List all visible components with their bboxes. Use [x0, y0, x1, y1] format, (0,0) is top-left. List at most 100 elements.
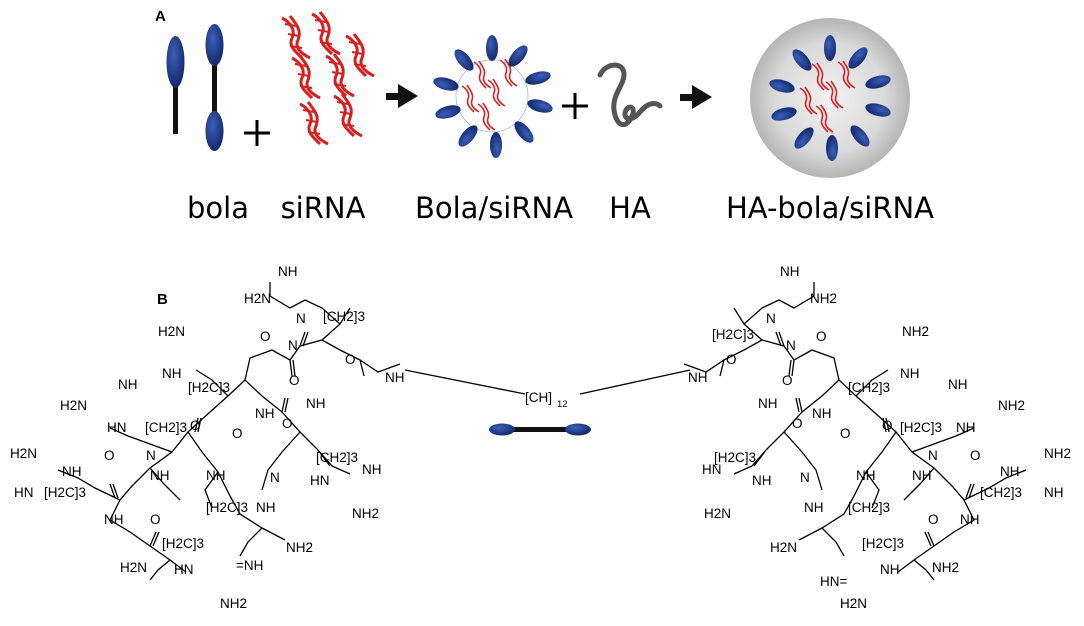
label-eq-nh: =NH — [236, 558, 263, 573]
label-nh: NH — [206, 468, 226, 483]
label-o: O — [928, 512, 939, 527]
label-o: O — [726, 352, 737, 367]
label-o: O — [882, 418, 893, 433]
label-ch2-3: [CH2]3 — [316, 450, 358, 465]
label-nh: NH — [256, 500, 276, 515]
caption-ha-bola-sirna: HA-bola/siRNA — [726, 191, 934, 225]
plus-sign-1 — [244, 120, 270, 146]
label-nh: NH — [362, 462, 382, 477]
label-nh2: NH2 — [1044, 446, 1071, 461]
caption-sirna: siRNA — [281, 191, 366, 225]
label-h2n: H2N — [60, 398, 87, 413]
label-nh2: NH2 — [932, 560, 959, 575]
label-o: O — [816, 329, 827, 344]
label-nh: NH — [150, 468, 170, 483]
central-linker: [CH] 12 — [404, 369, 691, 436]
label-n: N — [786, 338, 796, 353]
label-n: N — [146, 448, 156, 463]
bola-molecule-single-head — [166, 36, 185, 134]
label-nh: NH — [856, 468, 876, 483]
label-n: N — [800, 470, 810, 485]
label-nh: NH — [780, 264, 800, 279]
label-hn: HN — [174, 562, 194, 577]
label-nh: NH — [812, 406, 832, 421]
left-peptide-headgroup — [57, 282, 401, 581]
label-nh: NH — [162, 366, 182, 381]
label-nh: NH — [1044, 485, 1064, 500]
ha-polymer-icon — [597, 62, 663, 127]
label-ch2-3: [CH2]3 — [323, 309, 365, 324]
plus-sign-2 — [562, 93, 588, 119]
label-o: O — [289, 373, 300, 388]
bola-sirna-complex-icon — [433, 35, 553, 158]
label-n: N — [288, 338, 298, 353]
label-nh2: NH2 — [220, 596, 247, 611]
right-peptide-headgroup — [683, 282, 1027, 581]
label-ch2-3: [CH2]3 — [848, 380, 890, 395]
label-hn: HN — [14, 485, 34, 500]
label-h2n: H2N — [120, 560, 147, 575]
label-nh: NH — [385, 370, 405, 385]
label-nh: NH — [804, 500, 824, 515]
label-hn-eq: HN= — [820, 574, 847, 589]
label-nh: NH — [880, 562, 900, 577]
label-nh2: NH2 — [902, 324, 929, 339]
label-h2c-3: [H2C]3 — [206, 500, 248, 515]
label-nh2: NH2 — [352, 506, 379, 521]
label-nh: NH — [104, 512, 124, 527]
label-hn: HN — [310, 473, 330, 488]
label-nh: NH — [62, 464, 82, 479]
label-h2n: H2N — [840, 596, 867, 611]
bola-icon-right-head — [565, 423, 591, 436]
right-headgroup-labels: NH NH2 N [H2C]3 NH2 O N O NH [CH2]3 O NH… — [688, 264, 1071, 611]
label-nh: NH — [278, 264, 298, 279]
label-hn: HN — [702, 462, 722, 477]
label-h2n: H2N — [770, 540, 797, 555]
label-hn: HN — [107, 420, 127, 435]
sirna-cluster-icon — [280, 10, 376, 146]
label-nh: NH — [912, 468, 932, 483]
label-nh: NH — [1000, 464, 1020, 479]
label-h2c-3: [H2C]3 — [714, 450, 756, 465]
ha-bola-sirna-nanoparticle-icon — [750, 18, 910, 178]
linker-label: [CH] — [525, 390, 552, 405]
label-nh: NH — [758, 396, 778, 411]
bola-icon-bar — [500, 427, 580, 432]
label-nh: NH — [118, 377, 138, 392]
label-nh: NH — [956, 420, 976, 435]
caption-bola-sirna: Bola/siRNA — [415, 191, 573, 225]
label-o: O — [345, 352, 356, 367]
label-n: N — [296, 311, 306, 326]
label-o: O — [150, 512, 161, 527]
label-h2c-3: [H2C]3 — [188, 380, 230, 395]
label-h2c-3: [H2C]3 — [862, 536, 904, 551]
label-o: O — [970, 448, 981, 463]
label-ch2-3: [CH2]3 — [145, 420, 187, 435]
label-n: N — [766, 311, 776, 326]
label-h2c-3: [H2C]3 — [712, 327, 754, 342]
label-nh: NH — [688, 370, 708, 385]
label-nh2: NH2 — [998, 398, 1025, 413]
bola-molecule-two-heads — [205, 24, 224, 151]
label-o: O — [782, 373, 793, 388]
label-n: N — [928, 448, 938, 463]
label-o: O — [840, 426, 851, 441]
label-nh: NH — [255, 406, 275, 421]
label-h2n: H2N — [10, 446, 37, 461]
arrow-2 — [680, 85, 712, 109]
bola-icon-left-head — [489, 423, 515, 436]
panel-label-a: A — [155, 8, 166, 25]
label-nh: NH — [948, 377, 968, 392]
label-o: O — [232, 426, 243, 441]
label-n: N — [270, 470, 280, 485]
label-h2c-3: [H2C]3 — [162, 536, 204, 551]
label-h2c-3: [H2C]3 — [900, 420, 942, 435]
label-h2n: H2N — [158, 324, 185, 339]
panel-label-b: B — [157, 291, 168, 308]
label-nh2: NH2 — [286, 540, 313, 555]
label-h2n: H2N — [244, 291, 271, 306]
caption-bola: bola — [187, 191, 249, 225]
label-nh: NH — [306, 396, 326, 411]
